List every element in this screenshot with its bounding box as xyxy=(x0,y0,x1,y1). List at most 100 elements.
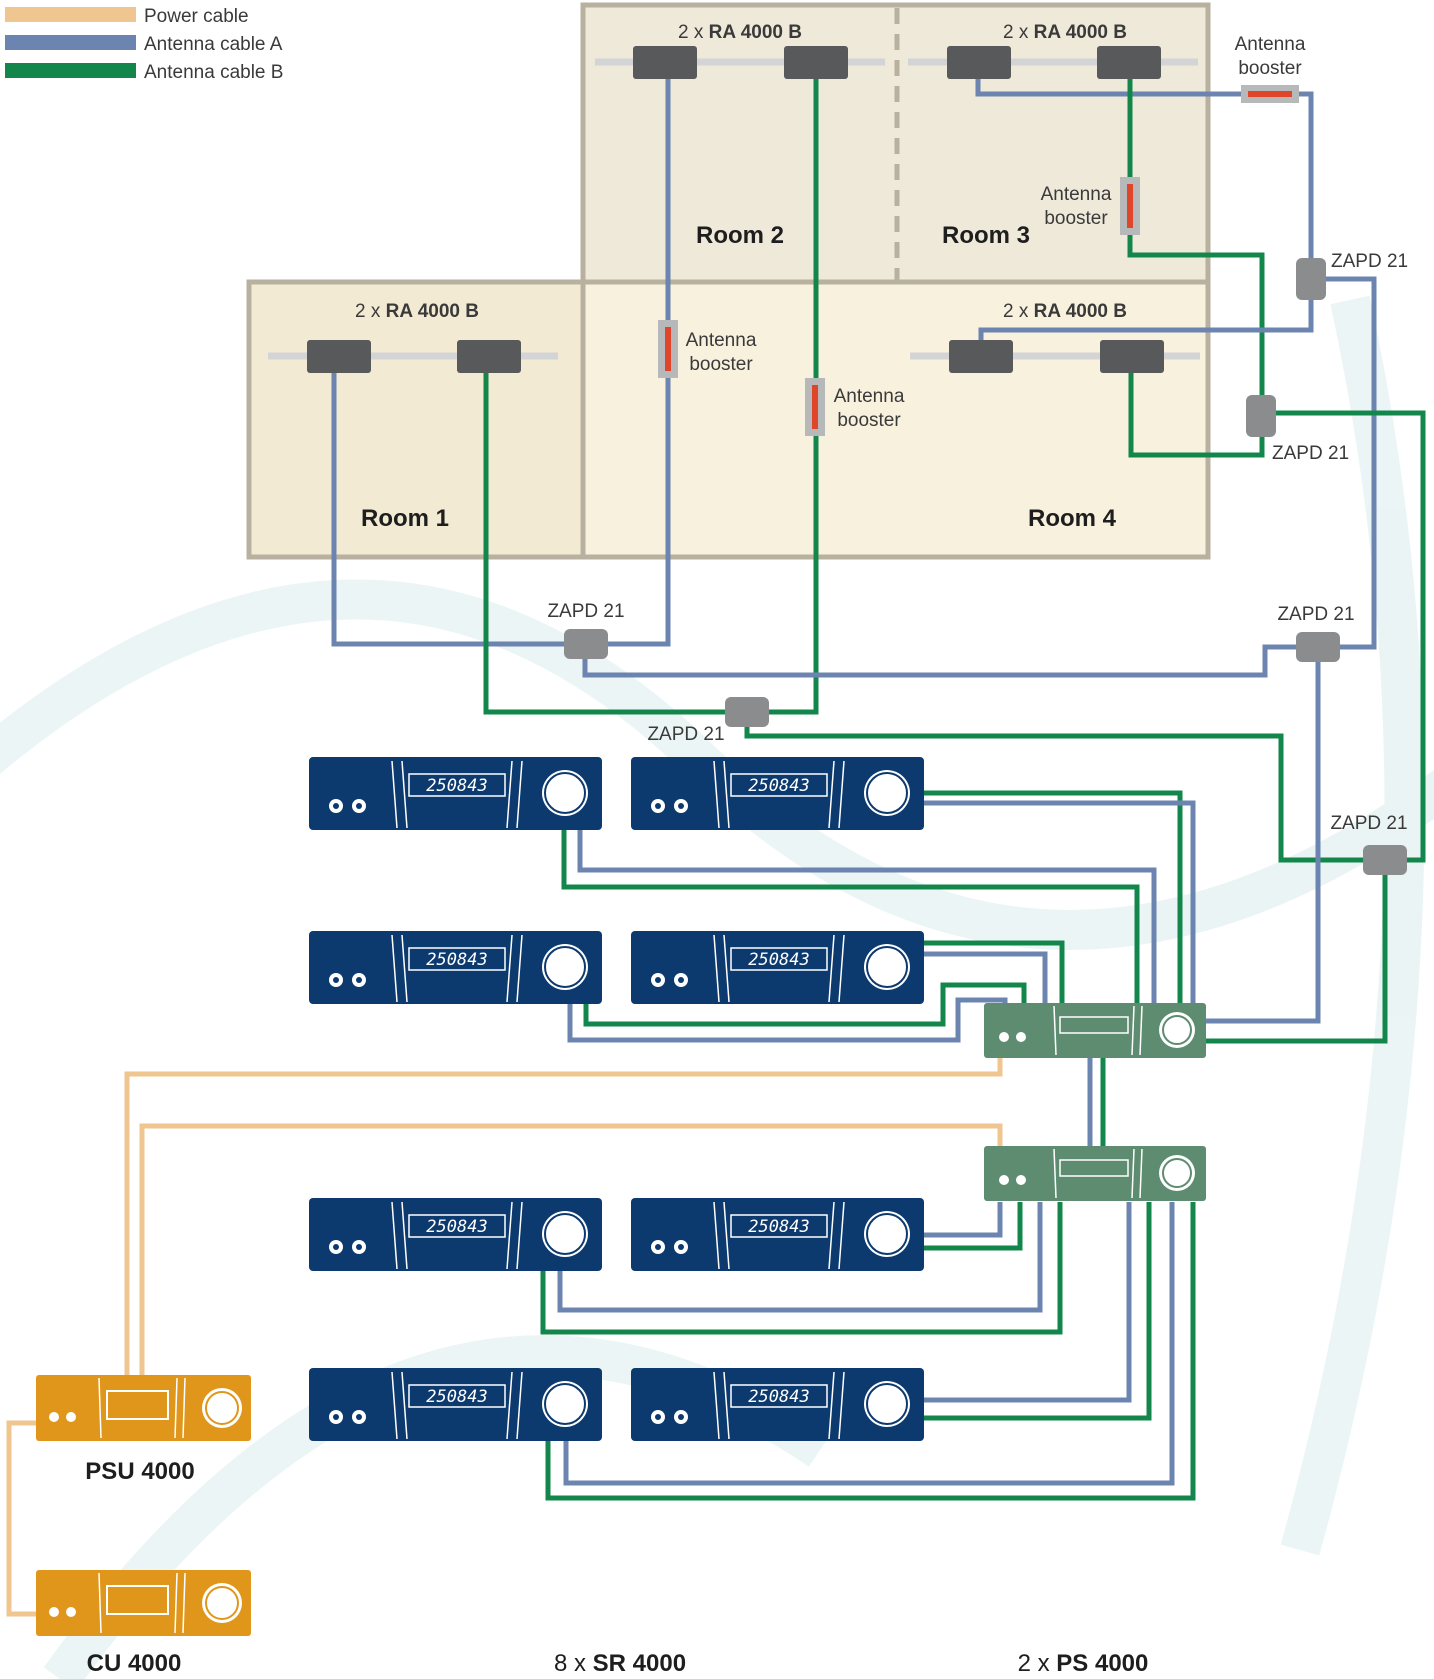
cu-label: CU 4000 xyxy=(87,1650,182,1677)
sr-receiver-2: 250843 xyxy=(631,757,924,830)
antenna-room3-a xyxy=(947,46,1011,79)
antenna-room3-b xyxy=(1097,46,1161,79)
legend-label-antenna-a: Antenna cable A xyxy=(144,34,283,55)
antenna-group-label-room1: 2 x RA 4000 B xyxy=(355,301,479,322)
cable-2 xyxy=(608,79,671,647)
display-frame xyxy=(408,947,506,971)
legend-label-antenna-b: Antenna cable B xyxy=(144,62,283,83)
room-label-1: Room 1 xyxy=(361,505,449,532)
display-frame xyxy=(408,1214,506,1238)
antenna-group-label-room3: 2 x RA 4000 B xyxy=(1003,22,1127,43)
room-label-3: Room 3 xyxy=(942,222,1030,249)
display-readout: 250843 xyxy=(748,776,809,796)
cable-13 xyxy=(1205,875,1388,1044)
led-icon xyxy=(49,1412,59,1422)
splitters xyxy=(564,258,1407,875)
psu-unit xyxy=(36,1375,251,1441)
led-icon xyxy=(49,1607,59,1617)
cable-19 xyxy=(577,830,1157,1003)
cable-30 xyxy=(563,1202,1175,1486)
cable-10 xyxy=(582,644,1296,678)
display-readout: 250843 xyxy=(748,1217,809,1237)
splitter-right-b xyxy=(1363,845,1407,875)
sr-label: 8 x SR 4000 xyxy=(554,1650,686,1677)
display-readout: 250843 xyxy=(426,950,487,970)
splitter-label-right-top: ZAPD 21 xyxy=(1331,251,1408,272)
antenna-room1-b xyxy=(457,340,521,373)
cable-28 xyxy=(922,1202,1132,1403)
device-labels: PSU 4000 CU 4000 8 x SR 4000 2 x PS 4000 xyxy=(85,1458,1148,1677)
sr-receiver-1: 250843 xyxy=(309,757,602,830)
cable-9 xyxy=(1276,410,1426,863)
display-frame xyxy=(1059,1016,1129,1034)
cable-0 xyxy=(331,373,585,647)
cable-8 xyxy=(1326,276,1377,650)
antenna-boosters xyxy=(658,85,1299,436)
display-readout: 250843 xyxy=(426,776,487,796)
splitter-label-right-b: ZAPD 21 xyxy=(1330,813,1407,834)
antenna-booster-room4-a xyxy=(658,320,678,378)
antenna-room4-a xyxy=(949,340,1013,373)
cable-18 xyxy=(561,830,1140,1003)
cable-27 xyxy=(540,1202,1063,1335)
floor-plan xyxy=(246,2,1211,560)
antenna-room2-a xyxy=(633,46,697,79)
psu-label: PSU 4000 xyxy=(85,1458,194,1485)
led-icon xyxy=(1016,1175,1026,1185)
display-frame xyxy=(730,1214,828,1238)
cable-29 xyxy=(922,1202,1152,1421)
cable-34 xyxy=(6,1420,36,1617)
cable-21 xyxy=(922,951,1048,1003)
ps-label: 2 x PS 4000 xyxy=(1018,1650,1149,1677)
ps-unit-2 xyxy=(984,1146,1206,1201)
legend-swatch-antenna-b xyxy=(5,63,136,78)
cable-26 xyxy=(557,1202,1043,1313)
sr-receiver-7: 250843 xyxy=(309,1368,602,1441)
cable-5 xyxy=(1127,79,1265,395)
cable-11 xyxy=(744,727,1363,863)
cable-3 xyxy=(769,79,819,715)
cable-25 xyxy=(922,1202,1023,1251)
display-frame xyxy=(730,947,828,971)
cable-16 xyxy=(922,790,1183,1003)
display-frame xyxy=(408,773,506,797)
cable-22 xyxy=(583,982,1027,1027)
cable-6 xyxy=(978,300,1314,340)
led-icon xyxy=(1016,1032,1026,1042)
sr-receiver-4: 250843 xyxy=(631,931,924,1004)
cable-1 xyxy=(483,373,747,715)
rooms-1-4-wall xyxy=(246,279,1211,560)
sr-receiver-8: 250843 xyxy=(631,1368,924,1441)
display-frame xyxy=(106,1585,169,1615)
cable-7 xyxy=(1128,373,1265,458)
display-readout: 250843 xyxy=(748,1387,809,1407)
sr-receiver-5: 250843 xyxy=(309,1198,602,1271)
led-icon xyxy=(66,1412,76,1422)
room-labels: Room 2 Room 3 Room 1 Room 4 xyxy=(361,222,1117,532)
led-icon xyxy=(999,1032,1009,1042)
antenna-group-labels: 2 x RA 4000 B 2 x RA 4000 B 2 x RA 4000 … xyxy=(355,22,1127,322)
display-frame xyxy=(1059,1159,1129,1177)
antennas xyxy=(307,46,1164,373)
antenna-room4-b xyxy=(1100,340,1164,373)
splitter-label-right-a: ZAPD 21 xyxy=(1277,604,1354,625)
splitter-center-a xyxy=(564,629,608,659)
antenna-group-label-room4: 2 x RA 4000 B xyxy=(1003,301,1127,322)
display-readout: 250843 xyxy=(426,1217,487,1237)
legend-swatch-antenna-a xyxy=(5,35,136,50)
sr-receiver-6: 250843 xyxy=(631,1198,924,1271)
receivers: 250843 250843 250843 250843 250843 250843 2508… xyxy=(309,757,924,1441)
legend-label-power: Power cable xyxy=(144,6,249,27)
splitter-right-mid xyxy=(1246,395,1276,437)
sr-receiver-3: 250843 xyxy=(309,931,602,1004)
splitter-right-a xyxy=(1296,632,1340,662)
cables xyxy=(6,79,1426,1617)
ps-units xyxy=(984,1003,1206,1201)
cable-32 xyxy=(124,1049,1003,1375)
antenna-room2-b xyxy=(784,46,848,79)
